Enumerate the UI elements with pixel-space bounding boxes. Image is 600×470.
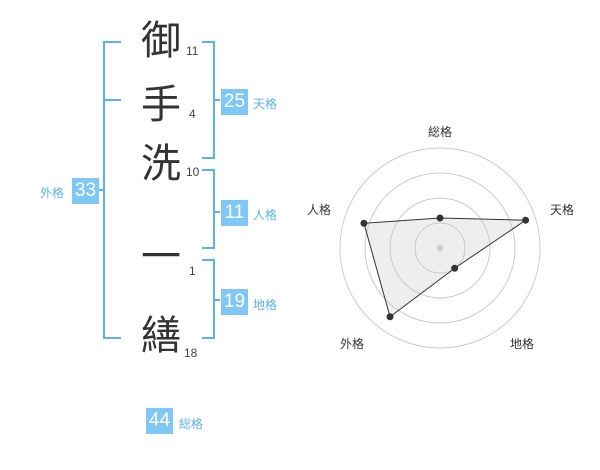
- chikaku-score: 19: [221, 289, 248, 315]
- radar-axis-label-chikaku: 地格: [510, 337, 535, 351]
- tenkaku-label: 天格: [253, 97, 278, 111]
- name-char-1: 御: [141, 18, 181, 64]
- stroke-count-5: 18: [184, 346, 198, 360]
- tenkaku-score: 25: [221, 89, 248, 115]
- radar-series-polygon: [363, 217, 528, 318]
- radar-point-chikaku: [451, 264, 459, 272]
- radar-point-tenkaku: [522, 216, 530, 224]
- radar-center: [437, 245, 443, 251]
- radar-axis-label-gaikaku: 外格: [340, 337, 365, 351]
- stroke-count-2: 4: [189, 107, 196, 121]
- soukaku-score: 44: [146, 408, 173, 434]
- jinkaku-score: 11: [221, 200, 248, 226]
- gaikaku-label: 外格: [40, 186, 65, 200]
- jinkaku-bracket: [202, 169, 215, 249]
- stroke-count-1: 11: [186, 44, 199, 58]
- radar-axis-label-jinkaku: 人格: [307, 203, 332, 217]
- radar-point-jinkaku: [360, 219, 368, 227]
- stroke-count-4: 1: [189, 264, 196, 278]
- gaikaku-score: 33: [72, 178, 99, 204]
- soukaku-label: 総格: [179, 417, 204, 431]
- radar-point-gaikaku: [386, 313, 394, 321]
- radar-axis-label-tenkaku: 天格: [550, 203, 575, 217]
- radar-point-soukaku: [436, 214, 444, 222]
- name-char-2: 手: [141, 82, 181, 128]
- name-char-3: 洗: [141, 141, 181, 187]
- name-char-5: 繕: [141, 313, 181, 359]
- name-char-4: 一: [141, 234, 181, 280]
- radar-ring-1: [414, 222, 466, 274]
- radar-axis-label-soukaku: 総格: [428, 125, 453, 139]
- stroke-count-3: 10: [186, 165, 200, 179]
- radar-ring-2: [389, 197, 491, 299]
- chikaku-label: 地格: [253, 298, 278, 312]
- jinkaku-label: 人格: [253, 208, 278, 222]
- radar-ring-3: [364, 172, 516, 324]
- radar-ring-4: [339, 147, 541, 349]
